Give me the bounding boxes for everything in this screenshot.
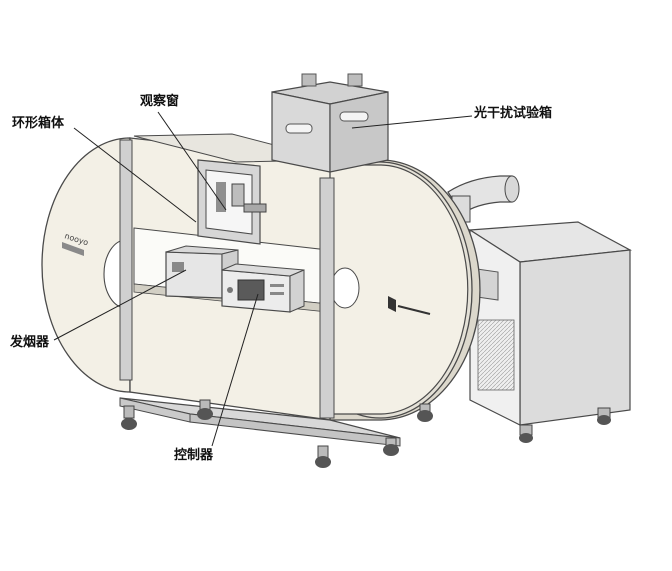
leader-light-box (351, 115, 473, 129)
cabinet-caster-1 (519, 424, 533, 443)
leader-smoke-generator (53, 269, 187, 341)
label-controller: 控制器 (174, 448, 214, 463)
frame-caster-2 (197, 399, 213, 420)
label-observation-window: 观察窗 (140, 94, 180, 109)
base-frame (119, 397, 401, 447)
light-interference-box (271, 73, 389, 173)
side-cabinet (468, 221, 632, 426)
frame-caster-5 (417, 403, 433, 422)
leader-ring-chamber (73, 127, 197, 223)
leader-observation-window (157, 111, 227, 211)
controller-unit (221, 263, 305, 313)
cabinet-caster-2 (597, 407, 611, 425)
frame-caster-3 (315, 445, 331, 468)
leader-controller (211, 293, 259, 447)
label-smoke-generator: 发烟器 (10, 335, 50, 350)
frame-post-left (119, 139, 133, 381)
label-ring-chamber: 环形箱体 (12, 116, 65, 131)
frame-caster-4 (383, 437, 399, 456)
ring-chamber-left: nooyo (41, 137, 131, 393)
label-light-interference-chamber: 光干扰试验箱 (474, 106, 553, 121)
frame-caster-1 (121, 405, 137, 430)
observation-window (197, 159, 267, 245)
frame-post-right (319, 177, 335, 419)
duct-pipe (447, 175, 520, 223)
